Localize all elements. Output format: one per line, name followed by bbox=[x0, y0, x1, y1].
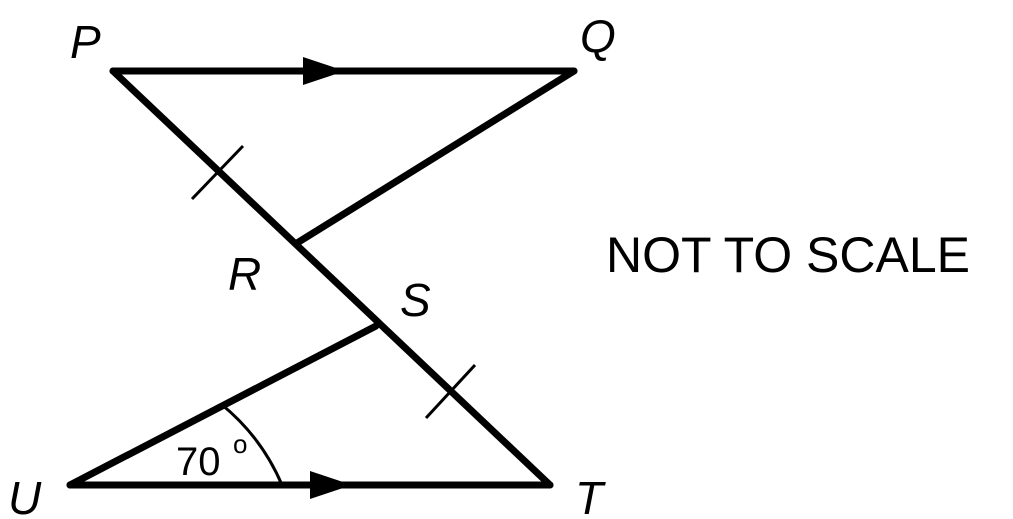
point-label-t: T bbox=[575, 472, 606, 519]
point-label-p: P bbox=[70, 16, 101, 68]
equal-length-tick bbox=[190, 144, 245, 201]
point-label-s: S bbox=[400, 274, 431, 326]
segment-qr bbox=[293, 67, 578, 247]
equal-length-tick bbox=[424, 363, 477, 420]
not-to-scale-note: NOT TO SCALE bbox=[606, 227, 970, 283]
point-label-r: R bbox=[228, 248, 261, 300]
point-label-q: Q bbox=[580, 10, 616, 62]
angle-degree-mark: o bbox=[233, 429, 247, 459]
angle-arc bbox=[220, 402, 284, 486]
angle-value-label: 70 bbox=[176, 440, 221, 484]
point-label-u: U bbox=[8, 472, 42, 519]
parallel-arrow-icon bbox=[310, 471, 352, 499]
segment-pt bbox=[109, 67, 554, 489]
parallel-arrow-icon bbox=[303, 57, 345, 85]
